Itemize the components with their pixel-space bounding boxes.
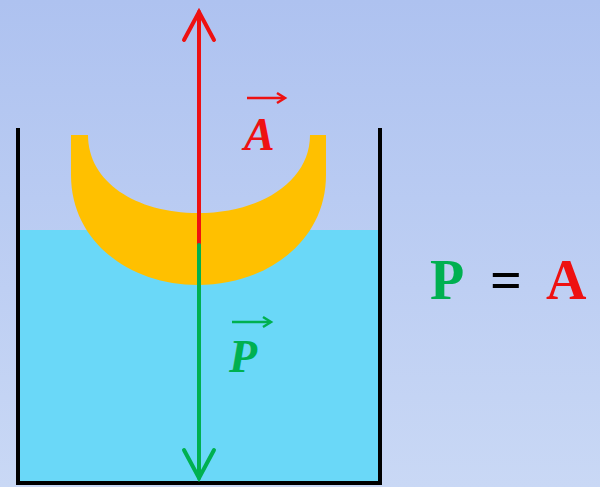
buoyant-force-arrow [184, 12, 214, 245]
force-label: A [244, 112, 275, 158]
water [20, 230, 378, 483]
equation-term: A [546, 252, 586, 308]
equation-sign: = [490, 252, 522, 308]
vector-arrow [247, 93, 285, 103]
force-label: P [229, 334, 257, 380]
vector-arrow [232, 317, 271, 327]
equation-term: P [430, 252, 464, 308]
weight-arrow [184, 245, 214, 478]
